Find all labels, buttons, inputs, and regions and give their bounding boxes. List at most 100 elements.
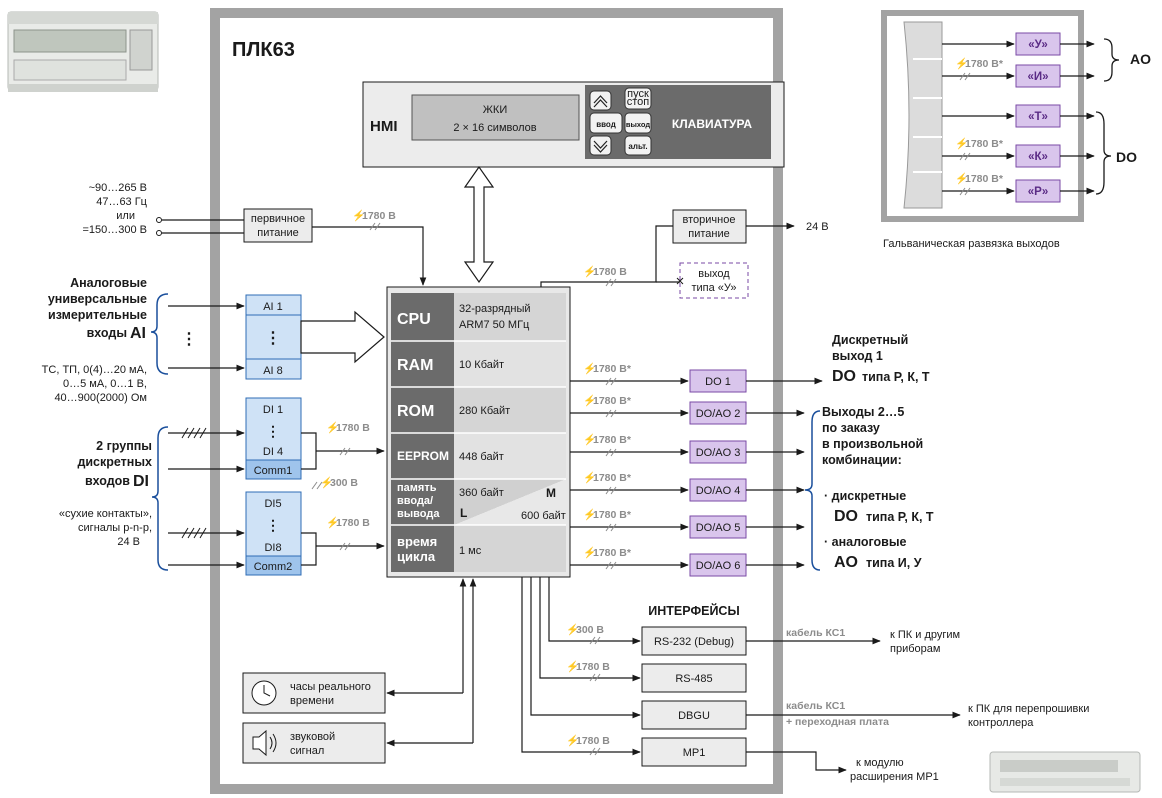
lcd-title: ЖКИ (483, 104, 507, 116)
ai-first-channel: AI 1 (263, 301, 283, 313)
eeprom-value: 448 байт (459, 451, 504, 463)
power-terminal-2 (157, 231, 162, 236)
cpu-value-line2: ARM7 50 МГц (459, 319, 530, 331)
secondary-power-label-1: вторичное (683, 214, 736, 226)
cpu-block: CPU 32-разрядный ARM7 50 МГц RAM 10 Кбай… (387, 287, 570, 577)
output-channel-label: DO/AO 6 (696, 560, 741, 572)
bullet-discrete: · дискретные (824, 489, 906, 503)
plc-device-photo (8, 12, 158, 92)
output-isolation-label: 1780 В* (593, 472, 632, 484)
bullet-analog: · аналоговые (824, 535, 907, 549)
output-isolation-label: 1780 В* (593, 547, 632, 559)
output-channel-label: DO 1 (705, 376, 731, 388)
di-brace (152, 427, 168, 570)
io-memory-m-value: 360 байт (459, 487, 504, 499)
output-channel-label: DO/AO 5 (696, 522, 741, 534)
outputs-group-text: Выходы 2…5 (822, 405, 904, 419)
di-group2-isolation: 1780 В (336, 517, 370, 529)
di-types-3: 24 В (117, 536, 140, 548)
cycle-value: 1 мс (459, 545, 482, 557)
enter-key-label: ввод (596, 120, 616, 129)
ai-heading-code: AI (130, 325, 146, 342)
output-u-label-1: выход (698, 268, 730, 280)
ram-value: 10 Кбайт (459, 359, 504, 371)
legend-chip-label: «К» (1028, 151, 1048, 163)
power-input-line-1: ~90…265 В (89, 182, 147, 194)
di-types-2: сигналы p-n-p, (78, 522, 152, 534)
exit-key-label: выход (626, 120, 650, 129)
svg-text:⋮: ⋮ (266, 423, 280, 439)
legend-do-label: DO (1116, 149, 1137, 165)
comm1-label: Comm1 (254, 465, 293, 477)
dest1-line1: к ПК и другим (890, 629, 960, 641)
cable2-label: кабель КС1 (786, 700, 845, 712)
di-heading-2: дискретных (77, 455, 152, 469)
mp1-module-photo (990, 752, 1140, 792)
legend-chip-label: «И» (1027, 71, 1048, 83)
outputs-group-text: в произвольной (822, 437, 923, 451)
secondary-isolation-voltage: 1780 В (593, 266, 627, 278)
lcd-subtitle: 2 × 16 символов (453, 122, 536, 134)
rs232-isolation: 300 В (576, 624, 604, 636)
power-terminal-1 (157, 218, 162, 223)
dbgu-label: DBGU (678, 710, 710, 722)
output-isolation-label: 1780 В* (593, 395, 632, 407)
rtc-label-2: времени (290, 695, 334, 707)
interfaces-heading: ИНТЕРФЕЙСЫ (648, 603, 739, 618)
mp1-label: MP1 (683, 747, 706, 759)
rs232-label: RS-232 (Debug) (654, 636, 734, 648)
legend-chip-label: «У» (1028, 39, 1048, 51)
output-isolation-label: 1780 В* (593, 363, 632, 375)
ai-heading-4: входы (87, 326, 127, 340)
primary-power-label-1: первичное (251, 213, 305, 225)
svg-text:стоп: стоп (627, 96, 650, 108)
di-group1-last: DI 4 (263, 446, 283, 458)
io-memory-label-2: ввода/ (397, 495, 433, 507)
do1-text-2: выход 1 (832, 349, 883, 363)
rs485-isolation: 1780 В (576, 661, 610, 673)
di-group1-first: DI 1 (263, 404, 283, 416)
cpu-row-name: CPU (397, 311, 431, 328)
buzzer-label-2: сигнал (290, 745, 324, 757)
legend-caption: Гальваническая развязка выходов (883, 238, 1060, 250)
hmi-label: HMI (370, 118, 398, 135)
output-channel-label: DO/AO 2 (696, 408, 741, 420)
output-u-label-2: типа «У» (691, 282, 736, 294)
buzzer-label-1: звуковой (290, 731, 335, 743)
output-isolation-label: 1780 В* (593, 509, 632, 521)
ai-brace (151, 294, 168, 374)
di-group1-isolation: 1780 В (336, 422, 370, 434)
dest3-line2: контроллера (968, 717, 1034, 729)
power-input-line-2: 47…63 Гц (96, 196, 147, 208)
power-input-line-4: =150…300 В (82, 224, 147, 236)
rtc-label-1: часы реального (290, 681, 371, 693)
svg-text:⋮: ⋮ (265, 330, 281, 347)
keyboard-label: КЛАВИАТУРА (672, 117, 753, 131)
ai-types-1: ТС, ТП, 0(4)…20 мА, (42, 364, 147, 376)
io-memory-m-tag: M (546, 486, 556, 500)
dest4-line2: расширения МР1 (850, 771, 939, 783)
dest3-line1: к ПК для перепрошивки (968, 703, 1089, 715)
rom-row-name: ROM (397, 403, 434, 420)
legend-ao-label: AO (1130, 51, 1151, 67)
do1-text-1: Дискретный (832, 333, 908, 347)
di-types-1: «сухие контакты», (59, 508, 152, 520)
di-groups-isolation: 300 В (330, 477, 358, 489)
ai-types-3: 40…900(2000) Ом (54, 392, 147, 404)
output-channel-label: DO/AO 3 (696, 447, 741, 459)
di-heading-3: входов (85, 474, 130, 488)
cycle-label-1: время (397, 534, 437, 549)
cable1-label: кабель КС1 (786, 627, 845, 639)
legend-isolation-label: 1780 В* (965, 138, 1004, 150)
svg-text:⋮: ⋮ (181, 331, 197, 348)
ai-heading-1: Аналоговые (70, 276, 147, 290)
isolation-legend: AO DO Гальваническая развязка выходов «У… (883, 13, 1151, 250)
rs485-label: RS-485 (675, 673, 712, 685)
output-isolation-label: 1780 В* (593, 434, 632, 446)
ai-last-channel: AI 8 (263, 365, 283, 377)
ram-row-name: RAM (397, 357, 433, 374)
primary-power-label-2: питание (257, 227, 298, 239)
output-channel-label: DO/AO 4 (696, 485, 741, 497)
